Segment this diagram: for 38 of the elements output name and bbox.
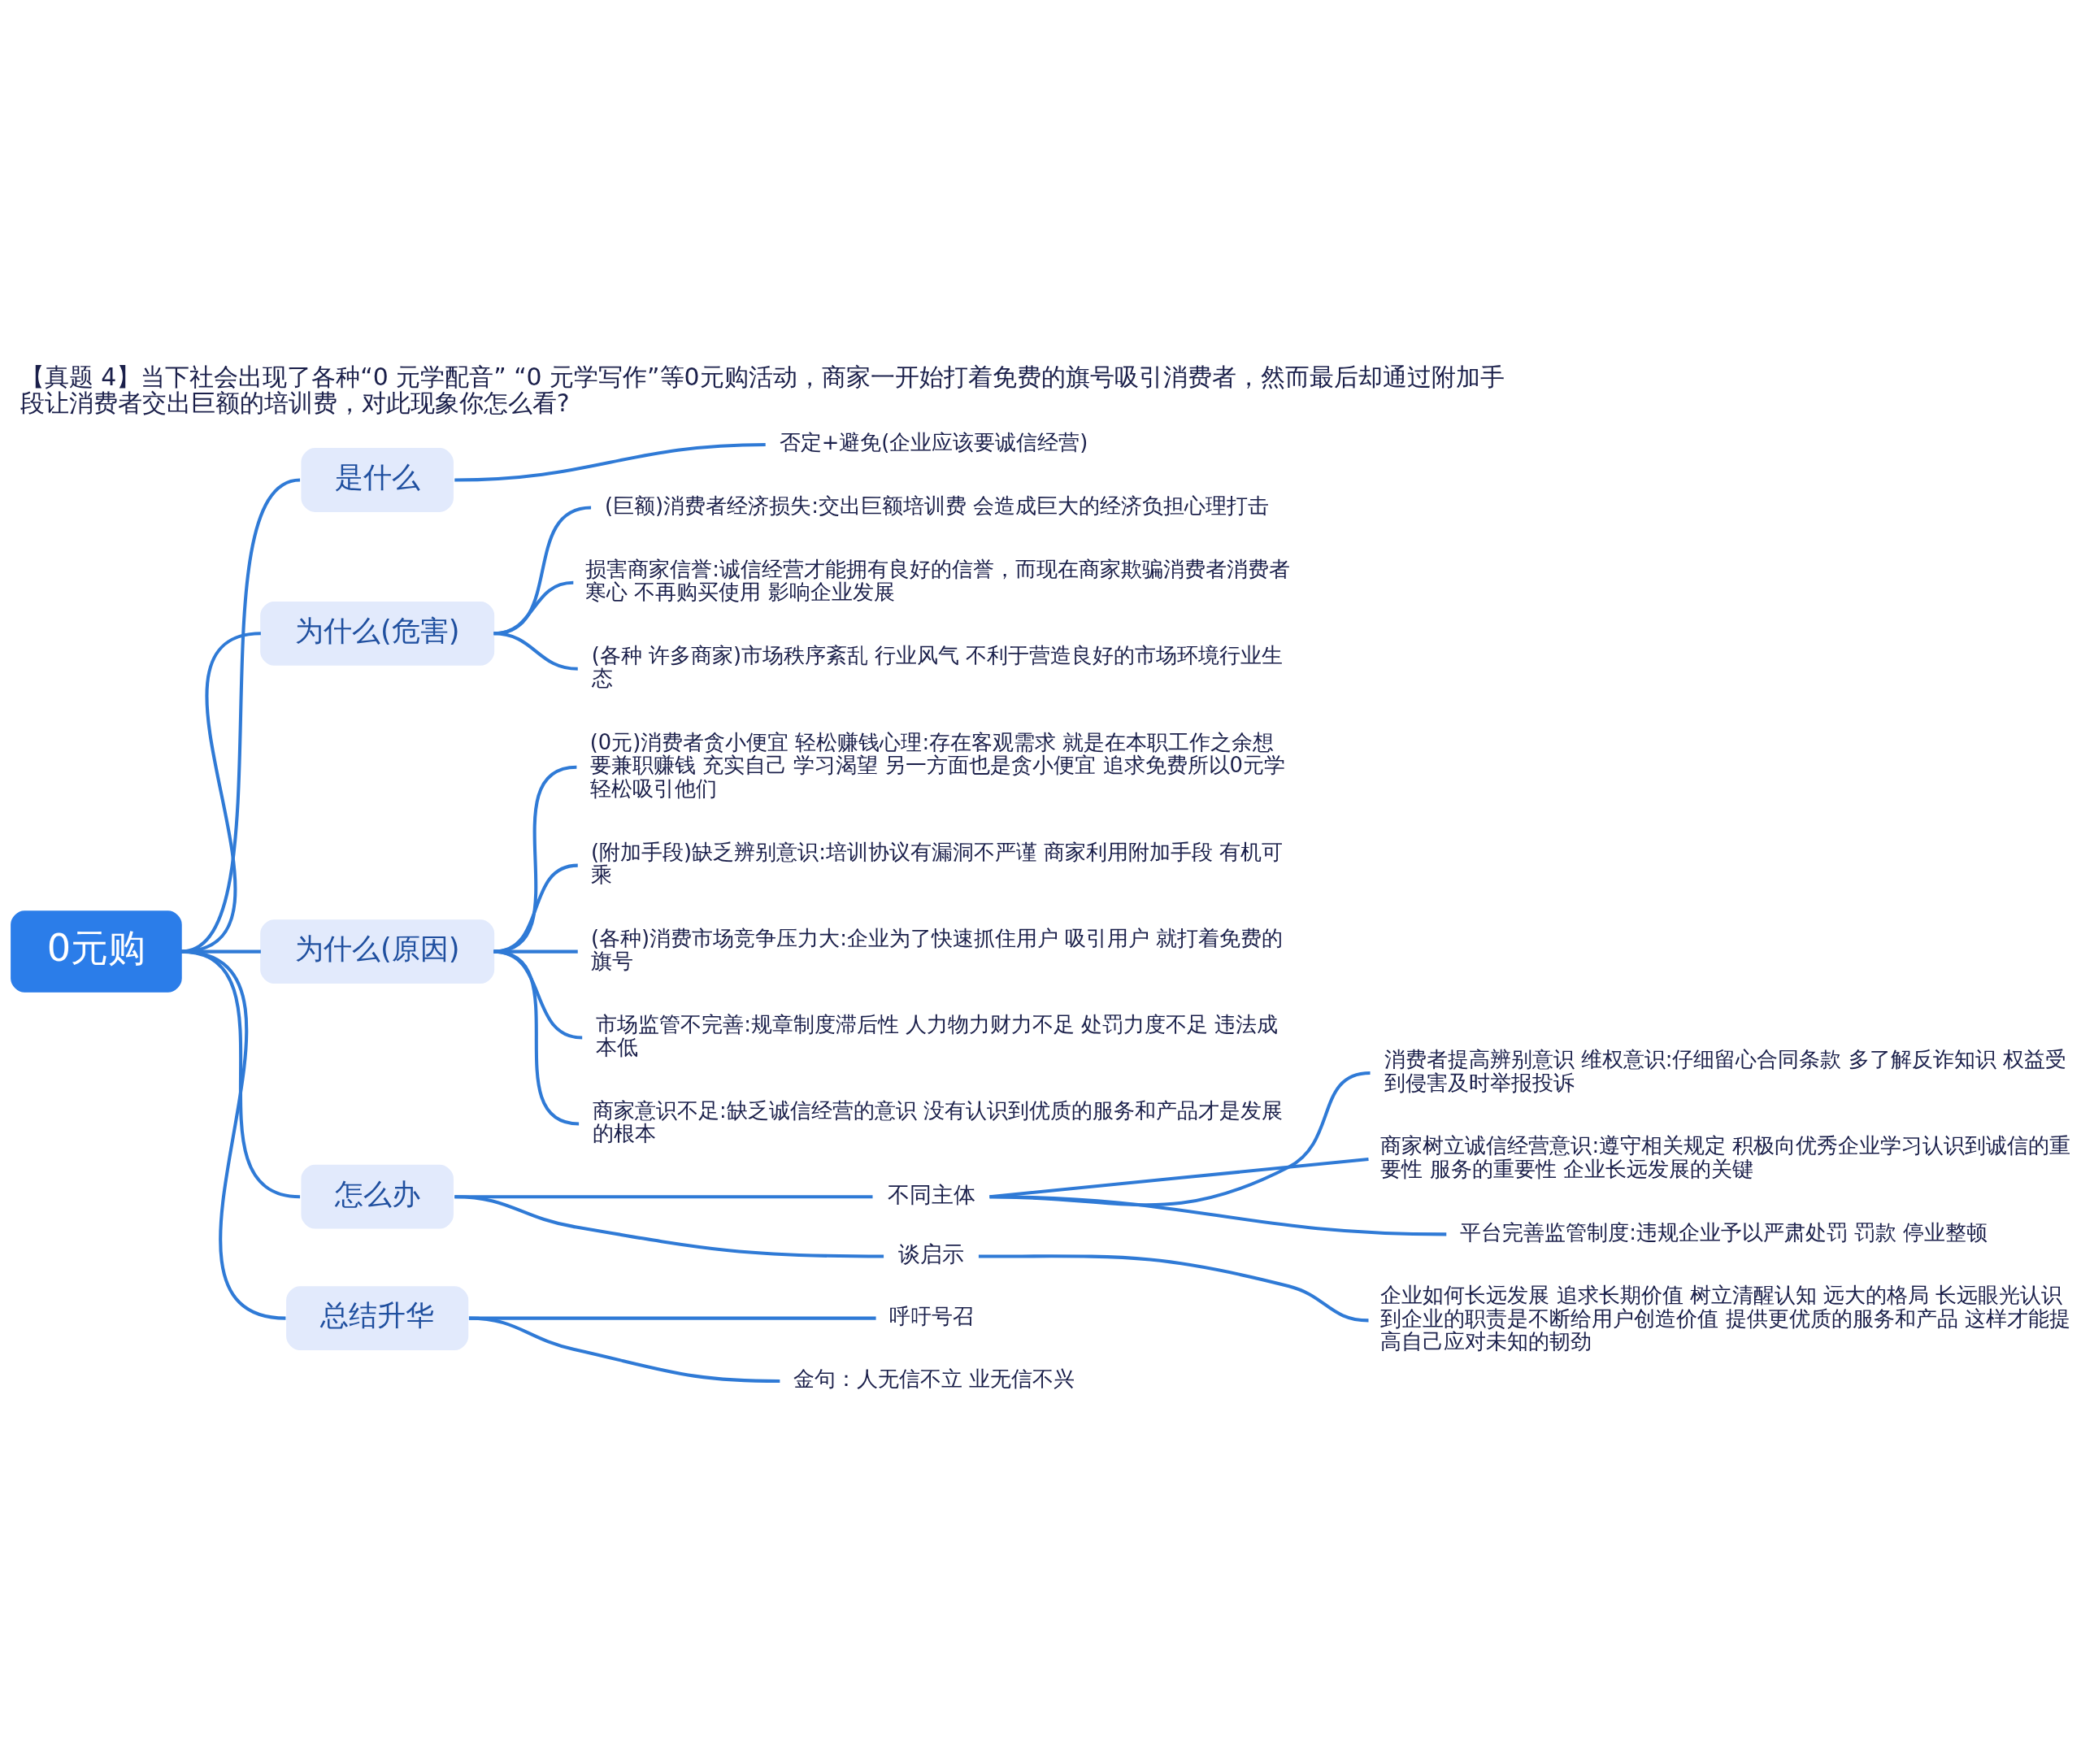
node-text: (巨额)消费者经济损失:交出巨额培训费 会造成巨大的经济负担心理打击 (605, 493, 1270, 518)
node-box: 为什么(原因) (260, 919, 495, 984)
node-text: 消费者提高辨别意识 维权意识:仔细留心合同条款 多了解反诈知识 权益受到侵害及时举报投诉 (1384, 1047, 2066, 1095)
node-text: 否定+避免(企业应该要诚信经营) (779, 430, 1088, 455)
node-text: 谈启示 (898, 1241, 964, 1267)
node-text: (各种)消费市场竞争压力大:企业为了快速抓住用户 吸引用户 就打着免费的旗号 (591, 925, 1284, 974)
connector (180, 949, 286, 1320)
node-text: 商家树立诚信经营意识:遵守相关规定 积极向优秀企业学习认识到诚信的重要性 服务的重要性 企业长远发展的关键 (1380, 1133, 2071, 1181)
connector (454, 442, 766, 482)
node-box: 总结升华 (286, 1286, 469, 1351)
node-text: (各种 许多商家)市场秩序紊乱 行业风气 不利于营造良好的市场环境行业生态 (591, 642, 1284, 691)
diagram-title: 【真题 4】当下社会出现了各种“0 元学配音” “0 元学写作”等0元购活动，商家一开始打着免费的旗号吸引消费者，然而最后却通过附加手段让消费者交出巨额的培训费，对此现象你怎么看? (20, 362, 1505, 418)
connector (493, 863, 579, 954)
connector (454, 1195, 884, 1258)
node-text: 平台完善监管制度:违规企业予以严肃处罚 罚款 停业整顿 (1460, 1219, 1988, 1245)
connector (493, 632, 578, 671)
node-text: 金句：人无信不立 业无信不兴 (793, 1366, 1075, 1392)
node-box: 是什么 (301, 448, 454, 512)
node-text: 损害商家信誉:诚信经营才能拥有良好的信誉，而现在商家欺骗消费者消费者寒心 不再购买使用 影响企业发展 (585, 556, 1290, 605)
node-text: 企业如何长远发展 追求长期价值 树立清醒认知 远大的格局 长远眼光认识到企业的职责是不断给用户创造价值 提供更优质的服务和产品 这样才能提高自己应对未知的韧劲 (1380, 1283, 2070, 1354)
connector (978, 1254, 1369, 1323)
node-text: 不同主体 (887, 1181, 975, 1207)
connector (989, 1157, 1369, 1199)
connector (180, 632, 262, 954)
connector (989, 1071, 1371, 1207)
node-text: 市场监管不完善:规章制度滞后性 人力物力财力不足 处罚力度不足 违法成本低 (596, 1011, 1279, 1060)
connector (989, 1195, 1447, 1236)
connector (180, 478, 301, 954)
node-box: 0元购 (11, 910, 182, 993)
connector (493, 949, 580, 1126)
node-box: 怎么办 (301, 1164, 454, 1229)
node-text: 商家意识不足:缺乏诚信经营的意识 没有认识到优质的服务和产品才是发展的根本 (593, 1097, 1284, 1146)
node-text: (0元)消费者贪小便宜 轻松赚钱心理:存在客观需求 就是在本职工作之余想要兼职赚钱 充实自己 学习渴望 另一方面也是贪小便宜 追求免费所以0元学轻松吸引他们 (589, 729, 1285, 801)
connector (468, 1316, 780, 1384)
node-text: (附加手段)缺乏辨别意识:培训协议有漏洞不严谨 商家利用附加手段 有机可乘 (591, 839, 1284, 888)
node-box: 为什么(危害) (260, 601, 495, 666)
connector (493, 765, 577, 954)
node-text: 呼吁号召 (888, 1304, 974, 1329)
